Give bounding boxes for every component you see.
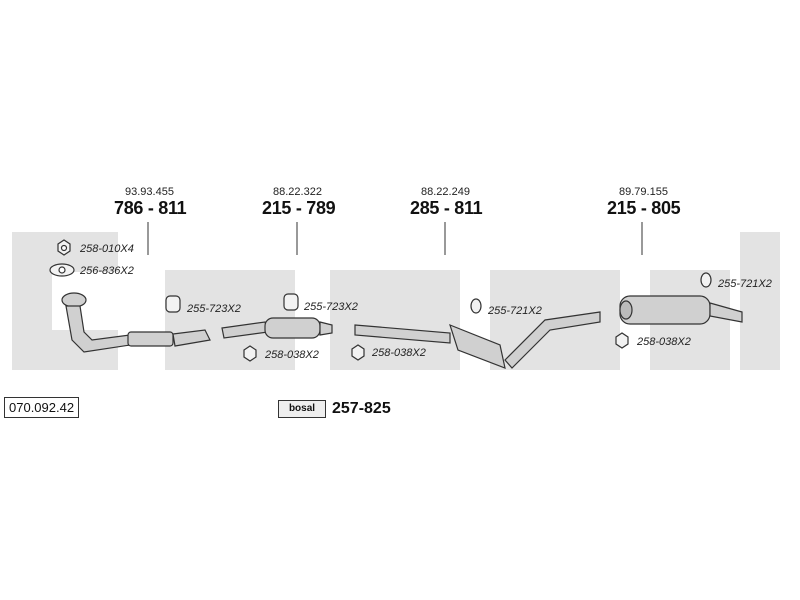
fitting-label: 258-038X2: [372, 347, 426, 359]
rubber-mount-icon: [700, 272, 712, 288]
front-pipe: [61, 292, 211, 353]
kit-number: 257-825: [332, 400, 391, 417]
fitting-label: 258-038X2: [637, 336, 691, 348]
leader-lines: [147, 222, 643, 255]
nut-icon: [615, 332, 629, 349]
diagram-code: 070.092.42: [4, 397, 80, 418]
assembly-part-number: 215 - 805: [607, 198, 681, 218]
assembly-ref: 93.93.455: [125, 186, 174, 198]
fitting-label: 258-010X4: [80, 243, 134, 255]
assembly-part-number: 285 - 811: [410, 198, 483, 218]
fitting-label: 255-723X2: [187, 303, 241, 315]
kit-badge: bosal: [278, 400, 326, 418]
middle-silencer: [354, 311, 601, 369]
assembly-ref: 88.22.322: [273, 186, 322, 198]
fitting-label: 256-836X2: [80, 265, 134, 277]
fitting-label: 255-723X2: [304, 301, 358, 313]
nut-icon: [57, 239, 71, 256]
clamp-icon: [283, 293, 299, 311]
assembly-part-number: 786 - 811: [114, 198, 187, 218]
gasket-icon: [49, 263, 75, 277]
fitting-label: 255-721X2: [488, 305, 542, 317]
rear-silencer: [619, 295, 743, 325]
intermediate-pipe: [221, 317, 333, 339]
nut-icon: [243, 345, 257, 362]
assembly-ref: 89.79.155: [619, 186, 668, 198]
rubber-mount-icon: [470, 298, 482, 314]
fitting-label: 255-721X2: [718, 278, 772, 290]
clamp-icon: [165, 295, 181, 313]
assembly-part-number: 215 - 789: [262, 198, 336, 218]
nut-icon: [351, 344, 365, 361]
fitting-label: 258-038X2: [265, 349, 319, 361]
assembly-ref: 88.22.249: [421, 186, 470, 198]
